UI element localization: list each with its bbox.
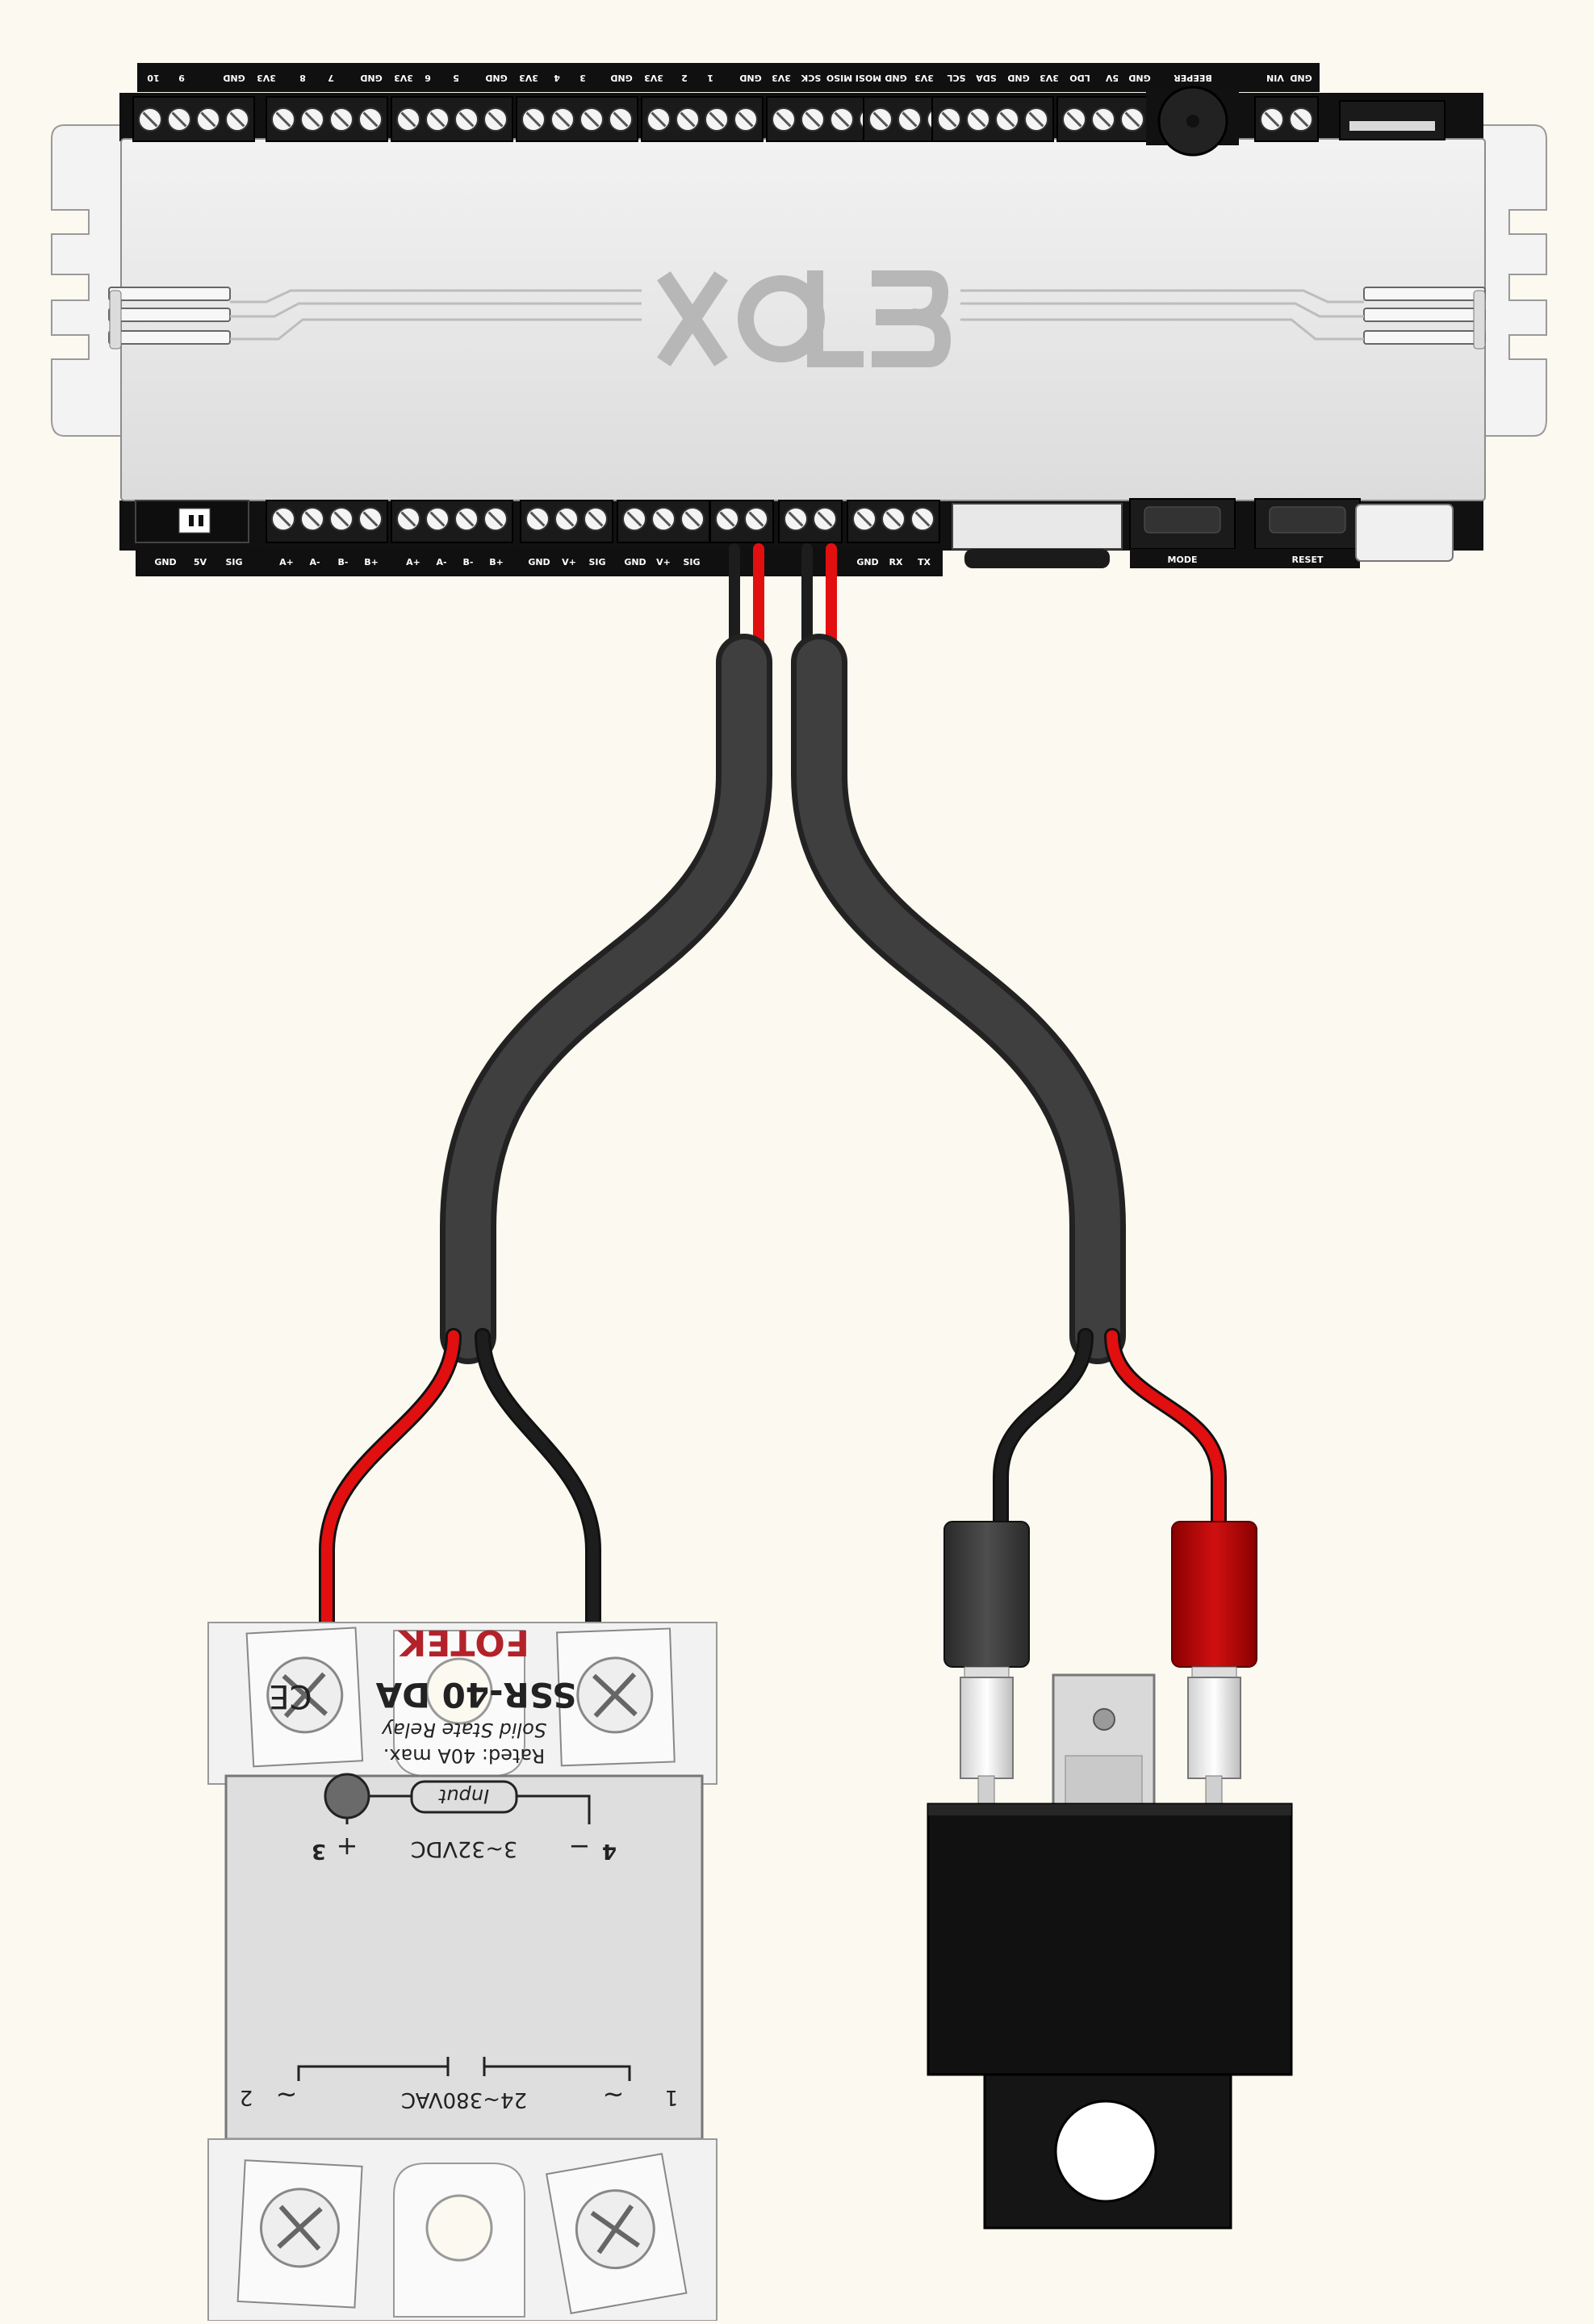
bottom-pin-label: RX bbox=[889, 557, 903, 567]
bottom-pin-label: V+ bbox=[656, 557, 671, 567]
top-pin-label: 3V3 bbox=[519, 73, 538, 83]
ssr-brand: FOTEK bbox=[397, 1622, 529, 1663]
ssr-terminal-3-screw[interactable] bbox=[245, 1627, 364, 1768]
bottom-pin-label: SIG bbox=[683, 557, 700, 567]
bottom-pin-label: A+ bbox=[406, 557, 420, 567]
ssr-tilde-left: ~ bbox=[276, 2080, 298, 2111]
bottom-pin-label: GND bbox=[528, 557, 550, 567]
bottom-pin-label: A- bbox=[436, 557, 446, 567]
top-pin-label: 3V3 bbox=[257, 73, 276, 83]
ssr-terminal-3-number: 3 bbox=[312, 1839, 326, 1863]
bottom-pin-label: SIG bbox=[225, 557, 242, 567]
top-pin-label: MISO bbox=[826, 73, 852, 83]
top-pin-label: GND bbox=[1290, 73, 1312, 83]
top-pin-label: GND bbox=[1007, 73, 1029, 83]
ssr-input-led bbox=[324, 1773, 370, 1819]
ssr-terminal-1-screw[interactable] bbox=[546, 2153, 688, 2314]
ssr-terminal-2-screw[interactable] bbox=[236, 2159, 363, 2309]
top-header-labels: 10 9 GND 3V3 8 7 GND 3V3 6 5 GND 3V3 4 3 GND 3V3 2 1 GND 3V… bbox=[137, 63, 1320, 92]
top-pin-label: VIN bbox=[1266, 73, 1284, 83]
bottom-pin-label: GND bbox=[154, 557, 176, 567]
top-pin-label: 7 bbox=[328, 73, 334, 83]
mount-rail-right bbox=[1476, 124, 1547, 437]
bottom-pin-label: GND bbox=[856, 557, 878, 567]
top-pin-label: LDO bbox=[1069, 73, 1090, 83]
ssr-input-label: Input bbox=[437, 1785, 489, 1807]
bottom-pin-label: V+ bbox=[562, 557, 576, 567]
bottom-pin-label: B- bbox=[463, 557, 474, 567]
top-pin-label: 1 bbox=[707, 73, 713, 83]
bottom-pin-label: B- bbox=[338, 557, 349, 567]
top-pin-label: SCL bbox=[947, 73, 965, 83]
top-pin-label: 3V3 bbox=[394, 73, 413, 83]
bottom-pin-label: SIG bbox=[588, 557, 605, 567]
top-pin-label: SCK bbox=[801, 73, 821, 83]
buzzer-body bbox=[927, 1803, 1293, 2076]
top-pin-label: GND bbox=[485, 73, 507, 83]
top-pin-label: GND bbox=[360, 73, 382, 83]
ssr-input-range: 3~32VDC bbox=[411, 1836, 517, 1861]
ssr-output-range: 24~380VAC bbox=[401, 2087, 527, 2112]
top-pin-label: SDA bbox=[976, 73, 997, 83]
ssr-model: SSR-40 DA bbox=[375, 1675, 576, 1715]
top-pin-label: 10 bbox=[147, 73, 160, 83]
bottom-pin-label: TX bbox=[918, 557, 931, 567]
top-pin-label: 5 bbox=[453, 73, 459, 83]
mode-label-strip: MODE bbox=[1168, 555, 1198, 565]
top-pin-label: 3V3 bbox=[644, 73, 663, 83]
top-pin-label: MOSI bbox=[856, 73, 881, 83]
ssr-terminal-1-number: 1 bbox=[665, 2085, 679, 2109]
ssr-terminal-4-number: 4 bbox=[602, 1839, 617, 1863]
top-pin-label: 5V bbox=[1105, 73, 1119, 83]
top-pin-label: GND bbox=[223, 73, 245, 83]
mount-rail-left bbox=[51, 124, 122, 437]
top-pin-label: 3V3 bbox=[1040, 73, 1059, 83]
bottom-terminal-blocks bbox=[266, 500, 940, 543]
ssr-rating: Rated: 40A max. bbox=[383, 1744, 545, 1767]
top-pin-label: 3 bbox=[579, 73, 586, 83]
logo-blox bbox=[657, 270, 952, 367]
top-pin-label: 3V3 bbox=[914, 73, 934, 83]
top-pin-label: 2 bbox=[681, 73, 688, 83]
top-pin-label: GND bbox=[885, 73, 906, 83]
mode-button[interactable]: MODE bbox=[1129, 498, 1236, 565]
top-pin-label: 9 bbox=[178, 73, 185, 83]
bottom-header-labels: GND 5V SIG A+ A- B- B+ A+ A- B- B+ GND V+ SIG GND V+ SIG… bbox=[136, 547, 943, 576]
top-pin-label: 6 bbox=[425, 73, 431, 83]
top-terminal-blocks bbox=[132, 96, 1319, 142]
reset-label-strip: RESET bbox=[1292, 555, 1324, 565]
buzzer-component bbox=[927, 1521, 1293, 2230]
ssr-terminal-4-screw[interactable] bbox=[556, 1627, 676, 1767]
ssr-ce-mark: CE bbox=[269, 1677, 312, 1715]
top-pin-label: GND bbox=[610, 73, 632, 83]
bottom-pin-label: B+ bbox=[489, 557, 504, 567]
top-pin-label: GND bbox=[739, 73, 761, 83]
ssr-mount-hole-bottom bbox=[393, 2163, 525, 2318]
ssr-plus-sign: + bbox=[337, 1832, 358, 1862]
top-pin-label: BEEPER bbox=[1174, 73, 1212, 83]
jst-connector bbox=[135, 500, 249, 543]
top-pin-label: GND bbox=[1128, 73, 1150, 83]
top-pin-label: 8 bbox=[299, 73, 306, 83]
bottom-pin-label: 5V bbox=[194, 557, 207, 567]
ssr-minus-sign: − bbox=[569, 1832, 591, 1862]
bottom-pin-label: B+ bbox=[364, 557, 379, 567]
beeper bbox=[1146, 86, 1239, 157]
bottom-pin-label: A+ bbox=[279, 557, 294, 567]
ssr-type-line: Solid State Relay bbox=[381, 1719, 546, 1741]
bottom-pin-label: A- bbox=[309, 557, 320, 567]
black-wire-plug bbox=[943, 1521, 1030, 1668]
cables bbox=[319, 543, 1227, 1635]
ssr-mount-hole-top bbox=[393, 1630, 525, 1777]
red-wire-plug bbox=[1171, 1521, 1257, 1668]
bottom-pin-label: GND bbox=[624, 557, 646, 567]
ssr-terminal-2-number: 2 bbox=[240, 2085, 253, 2109]
solid-state-relay: 3 4 + − 3~32VDC Input Rated: 40A max. So… bbox=[207, 1622, 718, 2322]
top-pin-label: 3V3 bbox=[772, 73, 791, 83]
ssr-tilde-right: ~ bbox=[603, 2080, 625, 2111]
top-pin-label: 4 bbox=[554, 73, 560, 83]
